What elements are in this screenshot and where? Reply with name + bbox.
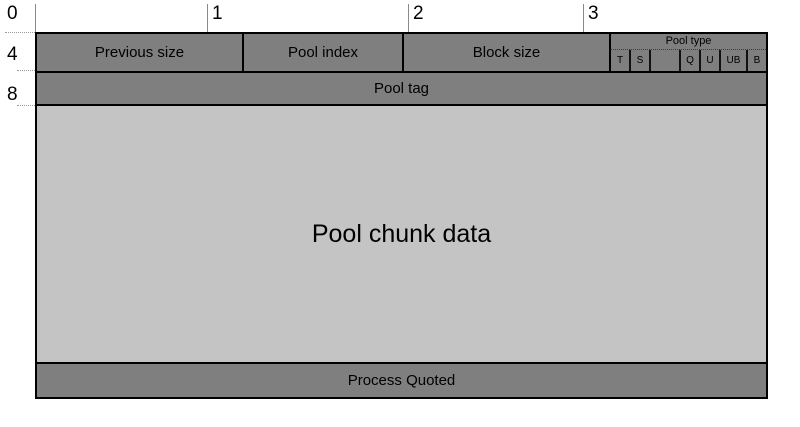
ruler-col-label-3: 3	[588, 3, 599, 24]
ruler-row-tick-8	[17, 105, 35, 106]
ruler-row-label-8: 8	[7, 84, 18, 105]
pool-type-bit-t: T	[616, 55, 624, 66]
ruler-row-tick-4	[17, 70, 35, 71]
pool-type-bit-b: B	[746, 50, 766, 71]
pool-type-bit-u: U	[699, 50, 719, 71]
field-pool-index: Pool index	[242, 34, 402, 71]
ruler-row-tick-0	[5, 32, 35, 33]
field-block-size: Block size	[402, 34, 609, 71]
ruler-row-label-4: 4	[7, 44, 18, 65]
pool-header-row: Previous size Pool index Block size Pool…	[37, 34, 766, 71]
pool-chunk-table: Previous size Pool index Block size Pool…	[35, 32, 768, 399]
ruler-col-tick-1	[207, 4, 208, 32]
field-previous-size: Previous size	[94, 44, 185, 61]
ruler-col-label-0: 0	[7, 3, 18, 24]
ruler-col-tick-2	[408, 4, 409, 32]
pool-type-label: Pool type	[665, 35, 712, 47]
pool-type-bit-spare	[649, 50, 679, 71]
pool-tag-row: Pool tag	[37, 71, 766, 104]
field-pool-type: Pool type T S Q U UB B	[609, 34, 766, 71]
ruler-col-tick-3	[583, 4, 584, 32]
process-quoted-row: Process Quoted	[37, 362, 766, 397]
pool-type-bit-q: Q	[679, 50, 699, 71]
pool-type-bit-s: S	[629, 50, 649, 71]
pool-type-bit-ub: UB	[719, 50, 746, 71]
ruler-col-tick-0	[35, 4, 36, 32]
ruler-col-label-2: 2	[413, 3, 424, 24]
ruler-col-label-1: 1	[212, 3, 223, 24]
pool-chunk-data-area: Pool chunk data	[37, 104, 766, 362]
pool-type-bit-row: T S Q U UB B	[611, 49, 766, 71]
